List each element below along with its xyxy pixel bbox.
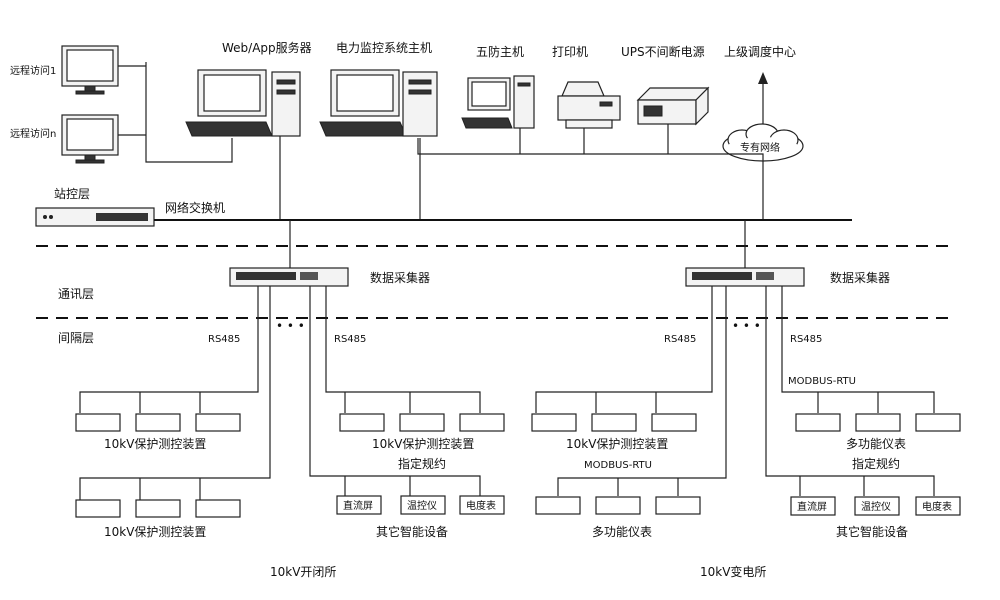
left-protocol-label: 指定规约: [398, 456, 446, 471]
right-collector-label: 数据采集器: [830, 270, 890, 285]
right-modbus-top: MODBUS-RTU: [788, 376, 856, 387]
right-modbus-mid: MODBUS-RTU: [584, 460, 652, 471]
station-layer-label: 站控层: [54, 187, 90, 201]
left-group2-label: 10kV保护测控装置: [104, 525, 206, 539]
left-data-collector-device: [229, 267, 349, 287]
right-rs485-b: RS485: [790, 334, 822, 345]
monitor-host-computer: [319, 69, 438, 137]
right-ellipsis: • • •: [732, 319, 761, 333]
left-group1-label: 10kV保护测控装置: [104, 437, 206, 451]
right-group1-boxes: [531, 413, 697, 432]
left-ellipsis: • • •: [276, 319, 305, 333]
remote-access-n-monitor: [61, 114, 119, 164]
left-rs485-b: RS485: [334, 334, 366, 345]
five-prevention-computer: [461, 75, 535, 129]
printer-label: 打印机: [552, 45, 588, 59]
remote-access-1-label: 远程访问1: [10, 64, 56, 77]
left-group1-boxes: [75, 413, 241, 432]
left-other-label: 其它智能设备: [376, 524, 448, 539]
right-dc-screen-label: 直流屏: [797, 500, 827, 513]
right-temp-controller-box: [854, 496, 900, 516]
remote-access-n-label: 远程访问n: [10, 127, 56, 140]
right-other-label: 其它智能设备: [836, 524, 908, 539]
monitor-host-label: 电力监控系统主机: [336, 41, 432, 55]
left-group3-boxes: [339, 413, 505, 432]
left-group3-label: 10kV保护测控装置: [372, 437, 474, 451]
printer-device: [557, 81, 621, 129]
web-server-computer: [185, 69, 301, 137]
left-energy-meter-label: 电度表: [466, 499, 496, 512]
comm-layer-label: 通讯层: [58, 287, 94, 301]
left-dc-screen-box: [336, 495, 382, 515]
bay-layer-label: 间隔层: [58, 331, 94, 345]
left-group2-boxes: [75, 499, 241, 518]
right-multi2-boxes: [795, 413, 961, 432]
right-site-label: 10kV变电所: [700, 564, 766, 579]
private-network-label: 专有网络: [740, 141, 780, 154]
arrow-up-icon: [758, 72, 768, 84]
right-energy-meter-label: 电度表: [922, 500, 952, 513]
right-multi1-label: 多功能仪表: [592, 525, 652, 539]
web-server-label: Web/App服务器: [222, 40, 312, 55]
left-temp-controller-label: 温控仪: [407, 499, 437, 512]
left-site-label: 10kV开闭所: [270, 565, 336, 579]
five-prevention-label: 五防主机: [476, 44, 524, 59]
right-data-collector-device: [685, 267, 805, 287]
ups-label: UPS不间断电源: [621, 44, 705, 59]
right-protocol-label: 指定规约: [852, 456, 900, 471]
left-temp-controller-box: [400, 495, 446, 515]
network-switch-device: [35, 207, 155, 227]
remote-access-1-monitor: [61, 45, 119, 95]
ups-device: [636, 86, 710, 126]
dispatch-center-label: 上级调度中心: [724, 44, 796, 59]
right-temp-controller-label: 温控仪: [861, 500, 891, 513]
right-energy-meter-box: [915, 496, 961, 516]
right-group1-label: 10kV保护测控装置: [566, 437, 668, 451]
left-rs485-a: RS485: [208, 334, 240, 345]
right-multi1-boxes: [535, 496, 701, 515]
right-dc-screen-box: [790, 496, 836, 516]
network-switch-label: 网络交换机: [165, 200, 225, 215]
right-multi2-label: 多功能仪表: [846, 437, 906, 451]
right-rs485-a: RS485: [664, 334, 696, 345]
left-collector-label: 数据采集器: [370, 270, 430, 285]
left-energy-meter-box: [459, 495, 505, 515]
left-dc-screen-label: 直流屏: [343, 499, 373, 512]
